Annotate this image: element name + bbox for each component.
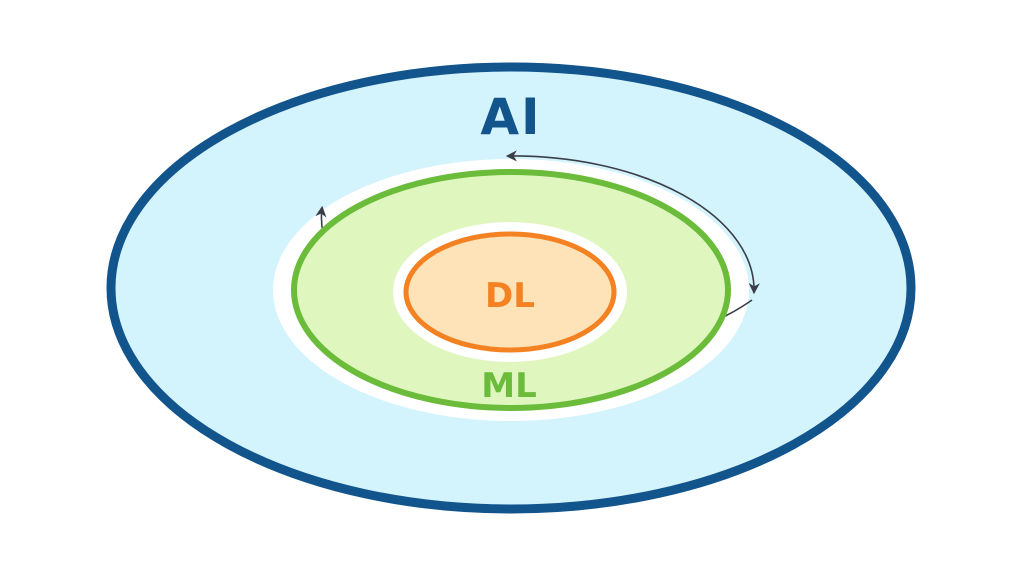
dl-ellipse bbox=[403, 231, 617, 353]
cycle-arrow-top-right bbox=[505, 150, 760, 295]
ai-label: AI bbox=[480, 88, 541, 146]
ml-label: ML bbox=[481, 366, 537, 406]
dl-label: DL bbox=[485, 276, 535, 316]
